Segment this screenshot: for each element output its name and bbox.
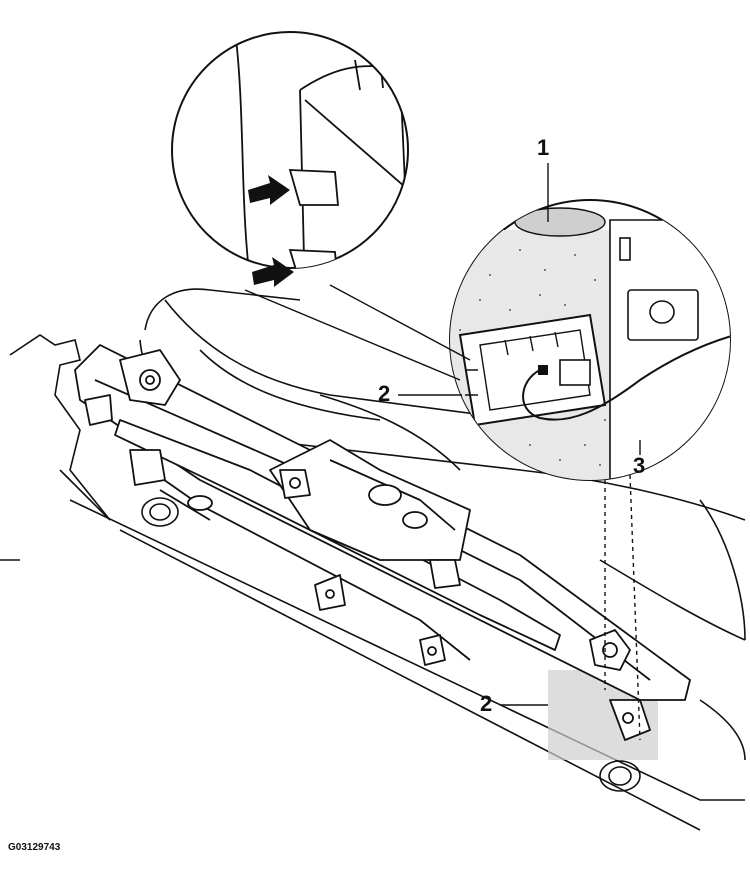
arrow-icon: [252, 257, 294, 287]
callout-1: 1: [537, 135, 550, 160]
callout-2-upper: 2: [378, 381, 391, 406]
callout-2-lower: 2: [480, 691, 493, 716]
figure-id-label: G03129743: [8, 842, 61, 853]
wiper-linkage: [74, 344, 691, 741]
lower-body-panel: [9, 299, 653, 792]
left-detail-inset: [171, 31, 409, 287]
leader-lines: [244, 163, 641, 741]
callout-3: 3: [633, 453, 646, 478]
arrow-icon: [248, 175, 290, 205]
right-detail-inset: [449, 199, 731, 481]
